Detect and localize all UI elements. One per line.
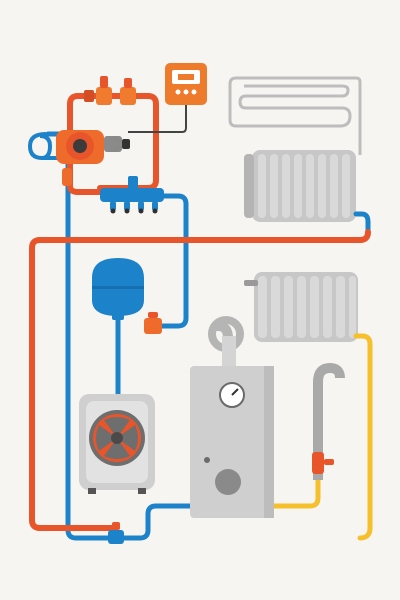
warm-pipe-right bbox=[353, 333, 373, 541]
fan-icon bbox=[96, 417, 138, 459]
top-valves bbox=[84, 76, 136, 105]
hot-pipe-top bbox=[67, 93, 159, 191]
lower-radiator bbox=[244, 272, 358, 342]
boiler-unit bbox=[190, 316, 274, 518]
bottom-valve bbox=[108, 522, 124, 544]
circulation-pump bbox=[56, 130, 130, 186]
exhaust-pipe bbox=[312, 362, 345, 480]
upper-radiator bbox=[244, 150, 356, 222]
distribution-manifold bbox=[100, 176, 164, 214]
hot-pipe-main bbox=[29, 229, 371, 531]
expansion-tank bbox=[92, 258, 144, 320]
cold-pipe-radiator bbox=[353, 211, 371, 235]
underfloor-heating-coil bbox=[228, 76, 362, 155]
return-pipe-bottom bbox=[109, 503, 193, 541]
heat-pump-outdoor-unit bbox=[79, 394, 155, 494]
cold-pipe-manifold bbox=[155, 193, 189, 329]
warm-pipe-boiler bbox=[271, 475, 321, 509]
thermostat-controller bbox=[128, 63, 207, 133]
tank-valve bbox=[144, 312, 162, 334]
